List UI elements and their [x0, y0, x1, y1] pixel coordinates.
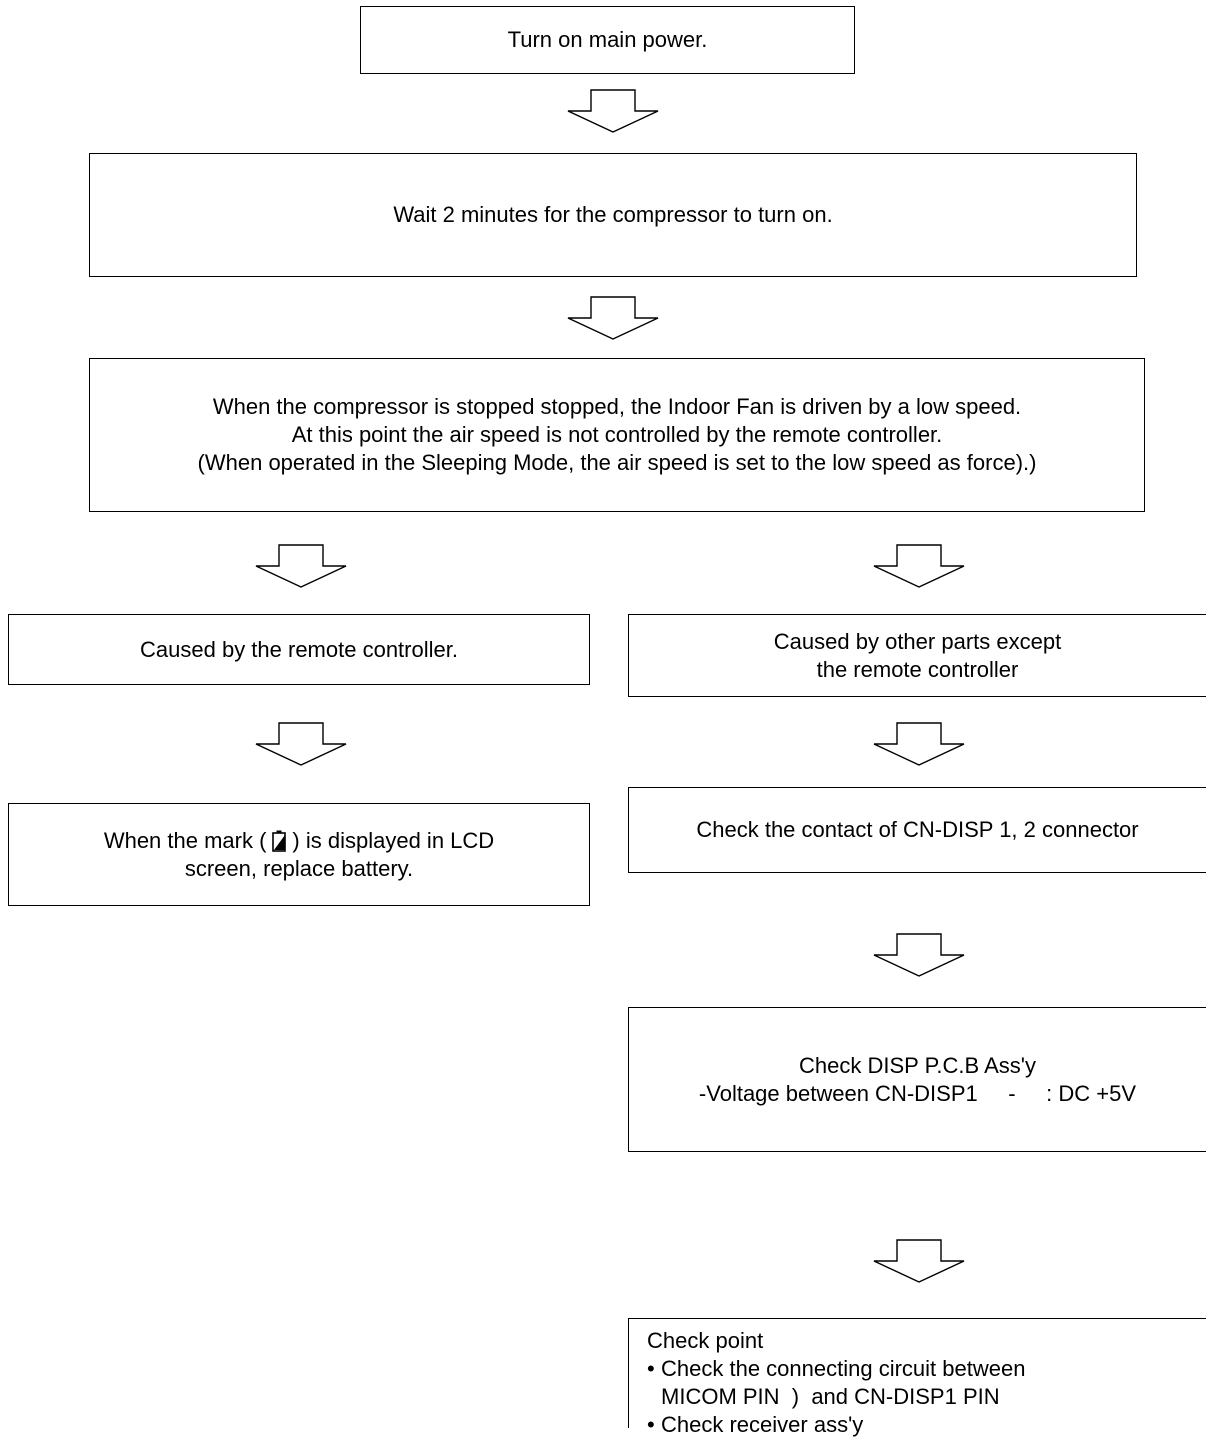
- cause-other-parts-line-1: Caused by other parts except: [773, 628, 1062, 654]
- check-point-box: Check point •Check the connecting circui…: [628, 1318, 1206, 1437]
- check-point-item-1: •Check the connecting circuit between: [647, 1355, 1025, 1383]
- step-fan-low-speed: When the compressor is stopped stopped, …: [89, 358, 1145, 512]
- down-arrow-icon: [567, 89, 659, 133]
- step-turn-on-power: Turn on main power.: [360, 6, 855, 74]
- down-arrow-icon: [255, 544, 347, 588]
- step-fan-low-speed-line-2: At this point the air speed is not contr…: [291, 422, 943, 447]
- step-wait-compressor-text: Wait 2 minutes for the compressor to tur…: [393, 202, 833, 227]
- action-suffix: ) is displayed in LCD: [292, 827, 495, 853]
- bullet: •: [647, 1356, 655, 1381]
- step-fan-low-speed-line-3: (When operated in the Sleeping Mode, the…: [197, 450, 1037, 475]
- bullet: •: [647, 1412, 655, 1437]
- down-arrow-icon: [873, 1239, 965, 1283]
- check-contact-connector-text: Check the contact of CN-DISP 1, 2 connec…: [696, 817, 1139, 842]
- check-contact-connector: Check the contact of CN-DISP 1, 2 connec…: [628, 787, 1206, 873]
- down-arrow-icon: [567, 296, 659, 340]
- cause-remote-controller: Caused by the remote controller.: [8, 614, 590, 685]
- down-arrow-icon: [255, 722, 347, 766]
- step-turn-on-power-text: Turn on main power.: [507, 27, 708, 52]
- action-prefix: When the mark (: [103, 827, 267, 853]
- check-disp-pcb-line-2: -Voltage between CN-DISP1 - : DC +5V: [698, 1080, 1137, 1106]
- check-point-item-1-line-1: Check the connecting circuit between: [661, 1356, 1026, 1381]
- check-point-title: Check point: [647, 1328, 764, 1353]
- cause-remote-controller-text: Caused by the remote controller.: [140, 636, 458, 662]
- check-disp-pcb-line-1: Check DISP P.C.B Ass'y: [799, 1052, 1036, 1078]
- check-point-item-1-line-2: MICOM PIN ) and CN-DISP1 PIN: [661, 1384, 1000, 1409]
- action-replace-battery: When the mark ( ) is displayed in LCD scr…: [8, 803, 590, 906]
- action-replace-battery-line-2: screen, replace battery.: [184, 855, 414, 881]
- action-replace-battery-line-1: When the mark ( ) is displayed in LCD: [104, 827, 494, 855]
- check-disp-pcb: Check DISP P.C.B Ass'y -Voltage between …: [628, 1007, 1206, 1152]
- cause-other-parts: Caused by other parts except the remote …: [628, 614, 1206, 697]
- check-point-item-2: •Check receiver ass'y: [647, 1411, 863, 1439]
- down-arrow-icon: [873, 722, 965, 766]
- step-fan-low-speed-line-1: When the compressor is stopped stopped, …: [212, 394, 1022, 419]
- step-wait-compressor: Wait 2 minutes for the compressor to tur…: [89, 153, 1137, 277]
- check-point-item-1-cont: MICOM PIN ) and CN-DISP1 PIN: [647, 1383, 1000, 1411]
- down-arrow-icon: [873, 544, 965, 588]
- check-point-item-2-text: Check receiver ass'y: [661, 1412, 864, 1437]
- cause-other-parts-line-2: the remote controller: [816, 656, 1019, 682]
- battery-icon: [272, 830, 287, 852]
- down-arrow-icon: [873, 933, 965, 977]
